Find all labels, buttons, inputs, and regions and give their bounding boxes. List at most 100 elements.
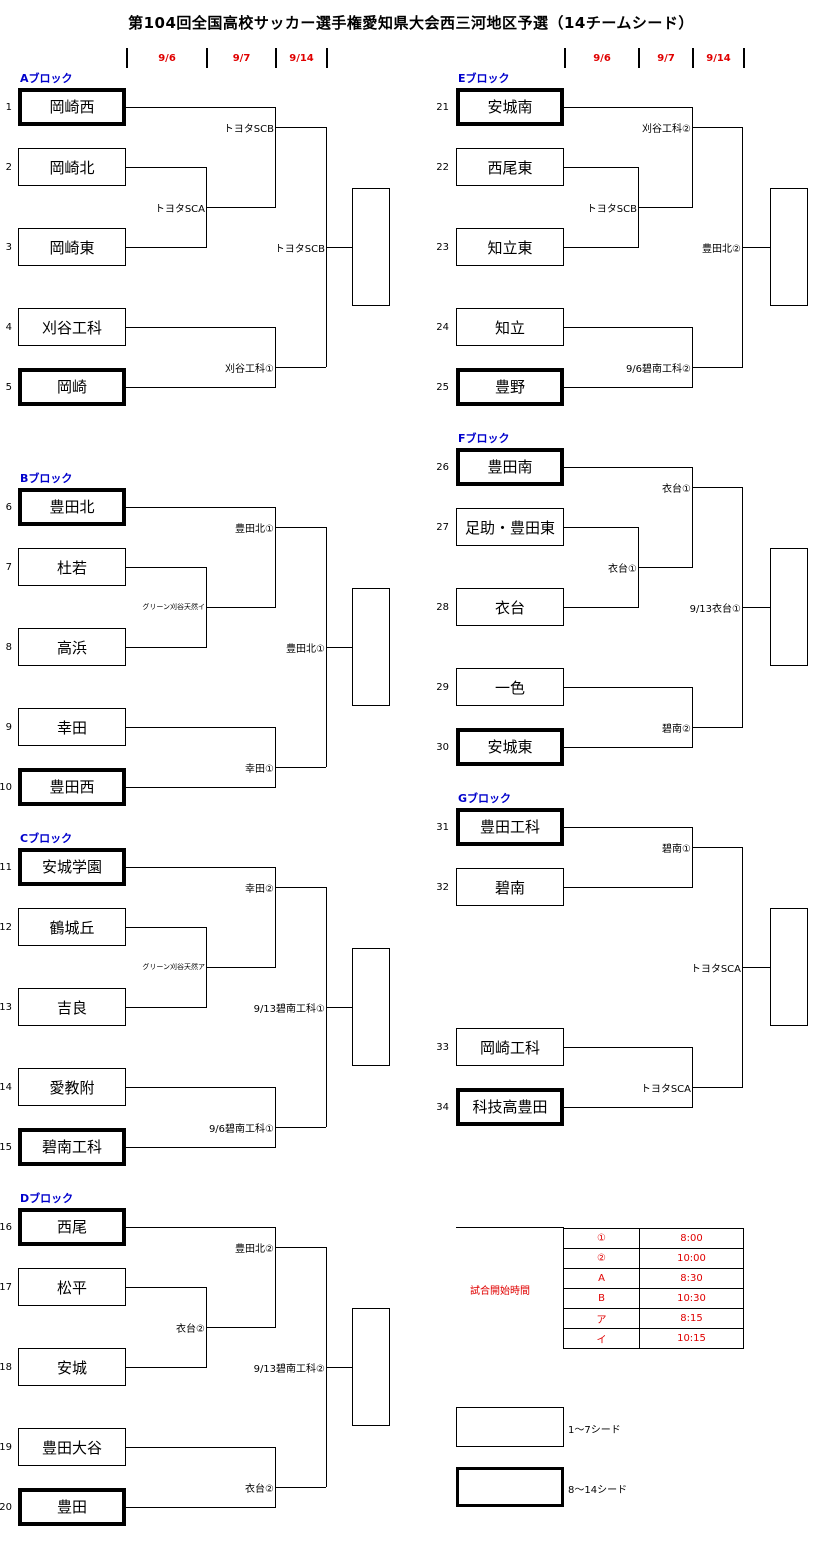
team-box: 一色 [456,668,564,706]
block-label-d: Dブロック [20,1192,74,1205]
date-divider [126,48,128,68]
team-name: 足助・豊田東 [464,519,555,537]
team-name: 高浜 [56,639,87,657]
block-label-g: Gブロック [458,792,512,805]
final-box [770,548,808,666]
bracket-line [275,867,276,967]
bracket-line [126,507,276,508]
team-box: 西尾東 [456,148,564,186]
team-box: 鶴城丘 [18,908,126,946]
team-number: 31 [436,822,449,833]
date-divider [564,48,566,68]
block-label-f: Fブロック [458,432,510,445]
team-number: 3 [5,242,12,253]
bracket-line [126,107,276,108]
venue-label: 衣台② [245,1484,274,1495]
venue-label: 衣台① [662,484,691,495]
bracket-line [275,367,326,368]
block-label-e: Eブロック [458,72,510,85]
bracket-line [564,467,693,468]
team-name: 碧南工科 [21,1131,123,1163]
bracket-line [692,1047,693,1107]
team-name: 岡崎工科 [479,1039,540,1057]
legend-text: 8～14シード [568,1485,628,1496]
venue-label: 衣台① [608,564,637,575]
bracket-line [126,247,207,248]
bracket-line [564,527,639,528]
schedule-key: イ [563,1328,640,1349]
team-name: 岡崎東 [49,239,95,257]
team-name: 科技高豊田 [459,1091,561,1123]
team-box: 豊田大谷 [18,1428,126,1466]
team-box-seeded: 安城学園 [18,848,126,886]
bracket-line [275,727,276,787]
team-name: 知立 [494,319,525,337]
team-box-seeded: 豊田工科 [456,808,564,846]
team-box-seeded: 安城東 [456,728,564,766]
team-number: 10 [0,782,12,793]
bracket-line [206,207,276,208]
bracket-line [692,107,693,207]
schedule-key: B [563,1288,640,1309]
bracket-line [326,1367,353,1368]
venue-label: 9/13衣台① [689,604,741,615]
team-name: 豊田北 [21,491,123,523]
team-box: 高浜 [18,628,126,666]
venue-label: トヨタSCB [223,124,274,135]
venue-label: トヨタSCA [640,1084,691,1095]
bracket-line [126,327,276,328]
team-number: 5 [5,382,12,393]
bracket-line [564,827,693,828]
team-name: 鶴城丘 [49,919,95,937]
bracket-line [206,607,276,608]
team-name: 岡崎北 [49,159,95,177]
bracket-line [692,847,743,848]
bracket-line [126,727,276,728]
team-name: 安城東 [459,731,561,763]
bracket-line [126,567,207,568]
schedule-time: 8:30 [639,1268,744,1289]
team-number: 25 [436,382,449,393]
bracket-line [564,247,639,248]
bracket-line [275,507,276,607]
team-name: 岡崎 [21,371,123,403]
bracket-line [126,1087,276,1088]
schedule-key: A [563,1268,640,1289]
venue-label: グリーン刈谷天然イ [142,603,205,611]
bracket-line [275,327,276,387]
team-number: 30 [436,742,449,753]
team-number: 21 [436,102,449,113]
final-box [352,188,390,306]
venue-label: 9/6碧南工科① [208,1124,274,1135]
team-box-seeded: 安城南 [456,88,564,126]
venue-label: 碧南① [662,844,691,855]
team-number: 27 [436,522,449,533]
schedule-label: 試合開始時間 [470,1286,530,1297]
team-box: 知立 [456,308,564,346]
bracket-line [326,647,353,648]
schedule-time: 8:00 [639,1228,744,1249]
bracket-line [126,647,207,648]
team-name: 愛教附 [49,1079,95,1097]
team-number: 2 [5,162,12,173]
bracket-line [206,967,276,968]
date-header: 9/14 [706,53,731,64]
team-name: 刈谷工科 [41,319,102,337]
team-box: 杜若 [18,548,126,586]
team-name: 衣台 [494,599,525,617]
bracket-line [564,687,693,688]
team-name: 豊田西 [21,771,123,803]
bracket-line [126,927,207,928]
team-number: 7 [5,562,12,573]
team-number: 11 [0,862,12,873]
team-number: 14 [0,1082,12,1093]
schedule-key: ① [563,1228,640,1249]
final-box [352,948,390,1066]
team-number: 18 [0,1362,12,1373]
team-name: 碧南 [494,879,525,897]
date-header: 9/6 [593,53,611,64]
team-number: 15 [0,1142,12,1153]
bracket-line [275,1127,326,1128]
team-box: 安城 [18,1348,126,1386]
